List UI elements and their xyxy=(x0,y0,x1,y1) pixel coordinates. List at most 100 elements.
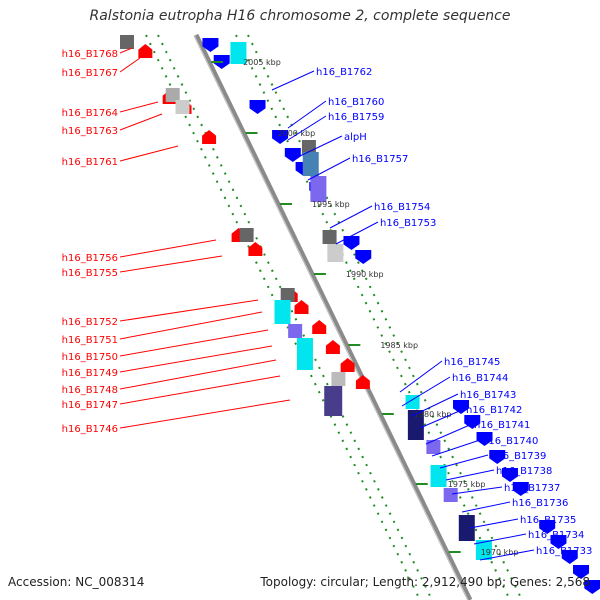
right-label-leader xyxy=(469,518,519,529)
right-label-leader xyxy=(473,533,527,545)
gene-block xyxy=(426,440,441,454)
forward-gene-arrow xyxy=(138,44,153,58)
left-gene-label: h16_B1756 xyxy=(62,253,118,264)
right-label-leader xyxy=(431,439,481,457)
forward-gene-arrow xyxy=(248,242,263,256)
gene-block xyxy=(296,338,313,370)
right-gene-label: h16_B1742 xyxy=(466,405,522,416)
right-label-leader xyxy=(425,423,473,445)
gene-block xyxy=(324,386,343,416)
right-gene-label: h16_B1733 xyxy=(536,546,592,557)
right-gene-label: alpH xyxy=(344,132,367,143)
left-label-leader xyxy=(119,359,277,390)
forward-gene-arrow xyxy=(294,300,309,314)
right-gene-label: h16_B1757 xyxy=(352,154,408,165)
gene-block xyxy=(165,88,180,102)
gene-block xyxy=(239,228,254,242)
gene-block xyxy=(475,540,492,560)
left-label-leader xyxy=(119,101,159,113)
right-gene-label: h16_B1762 xyxy=(316,67,372,78)
forward-gene-arrow xyxy=(325,340,340,354)
left-label-leader xyxy=(119,375,281,405)
right-gene-label: h16_B1737 xyxy=(504,483,560,494)
gene-block xyxy=(280,288,295,302)
right-label-leader xyxy=(401,376,451,407)
gene-block xyxy=(430,465,447,487)
reverse-gene-arrow xyxy=(355,250,372,264)
chromosome-axis-highlight xyxy=(193,34,469,600)
left-gene-label: h16_B1746 xyxy=(62,424,118,435)
reverse-gene-arrow xyxy=(573,565,590,579)
right-gene-label: h16_B1738 xyxy=(496,466,552,477)
left-gene-label: h16_B1748 xyxy=(62,385,118,396)
gene-block xyxy=(458,515,475,541)
right-label-leader xyxy=(419,408,465,429)
forward-gene-arrow xyxy=(340,358,355,372)
left-gene-label: h16_B1763 xyxy=(62,126,118,137)
forward-gene-arrow xyxy=(312,320,327,334)
left-gene-label: h16_B1749 xyxy=(62,368,118,379)
reverse-gene-arrow xyxy=(284,148,301,162)
left-label-leader xyxy=(119,113,163,131)
right-label-leader xyxy=(451,486,503,495)
right-gene-label: h16_B1754 xyxy=(374,202,430,213)
right-gene-label: h16_B1744 xyxy=(452,373,508,384)
right-label-leader xyxy=(479,549,535,561)
left-gene-label: h16_B1750 xyxy=(62,352,118,363)
gene-block xyxy=(331,372,346,386)
left-gene-label: h16_B1751 xyxy=(62,335,118,346)
reverse-gene-arrow xyxy=(476,432,493,446)
reverse-gene-arrow xyxy=(584,580,600,594)
feature-track-0 xyxy=(145,34,421,600)
kbp-tick-label: 1995 kbp xyxy=(312,200,350,209)
right-label-leader xyxy=(335,221,379,245)
gene-block xyxy=(120,35,134,49)
right-label-leader xyxy=(399,360,443,393)
right-gene-label: h16_B1760 xyxy=(328,97,384,108)
genome-summary-text: Topology: circular; Length: 2,912,490 bp… xyxy=(260,575,590,589)
left-label-leader xyxy=(119,311,263,340)
feature-track-2 xyxy=(235,34,511,600)
map-title: Ralstonia eutropha H16 chromosome 2, com… xyxy=(89,8,511,24)
reverse-gene-arrow xyxy=(561,550,578,564)
right-gene-label: h16_B1736 xyxy=(512,498,568,509)
reverse-gene-arrow xyxy=(272,130,289,144)
left-gene-label: h16_B1764 xyxy=(62,108,118,119)
right-label-leader xyxy=(411,393,459,417)
kbp-tick-label: 1975 kbp xyxy=(448,480,486,489)
gene-block xyxy=(310,176,327,202)
left-label-leader xyxy=(119,145,179,162)
right-label-leader xyxy=(271,70,315,91)
gene-block xyxy=(327,244,344,262)
reverse-gene-arrow xyxy=(501,468,518,482)
gene-block xyxy=(407,410,424,440)
gene-block xyxy=(405,395,420,409)
right-label-leader xyxy=(329,205,373,229)
gene-block xyxy=(175,100,190,114)
kbp-tick-label: 1970 kbp xyxy=(481,548,519,557)
right-gene-label: h16_B1745 xyxy=(444,357,500,368)
kbp-tick-label: 1980 kbp xyxy=(414,410,452,419)
right-gene-label: h16_B1735 xyxy=(520,515,576,526)
right-label-leader xyxy=(439,454,489,469)
right-gene-label: h16_B1743 xyxy=(460,390,516,401)
left-gene-label: h16_B1768 xyxy=(62,49,118,60)
left-gene-label: h16_B1747 xyxy=(62,400,118,411)
left-label-leader xyxy=(119,57,141,73)
chromosome-axis xyxy=(193,33,473,600)
forward-gene-arrow xyxy=(355,375,370,389)
left-gene-label: h16_B1767 xyxy=(62,68,118,79)
accession-text: Accession: NC_008314 xyxy=(8,575,145,589)
gene-block xyxy=(230,42,247,64)
gene-block xyxy=(322,230,337,244)
left-gene-label: h16_B1752 xyxy=(62,317,118,328)
right-label-leader xyxy=(287,115,327,141)
feature-track-1 xyxy=(157,34,433,600)
right-label-leader xyxy=(287,100,327,129)
reverse-gene-arrow xyxy=(539,520,556,534)
left-label-leader xyxy=(119,399,291,429)
reverse-gene-arrow xyxy=(249,100,266,114)
gene-block xyxy=(302,152,319,176)
gene-block xyxy=(288,324,303,338)
